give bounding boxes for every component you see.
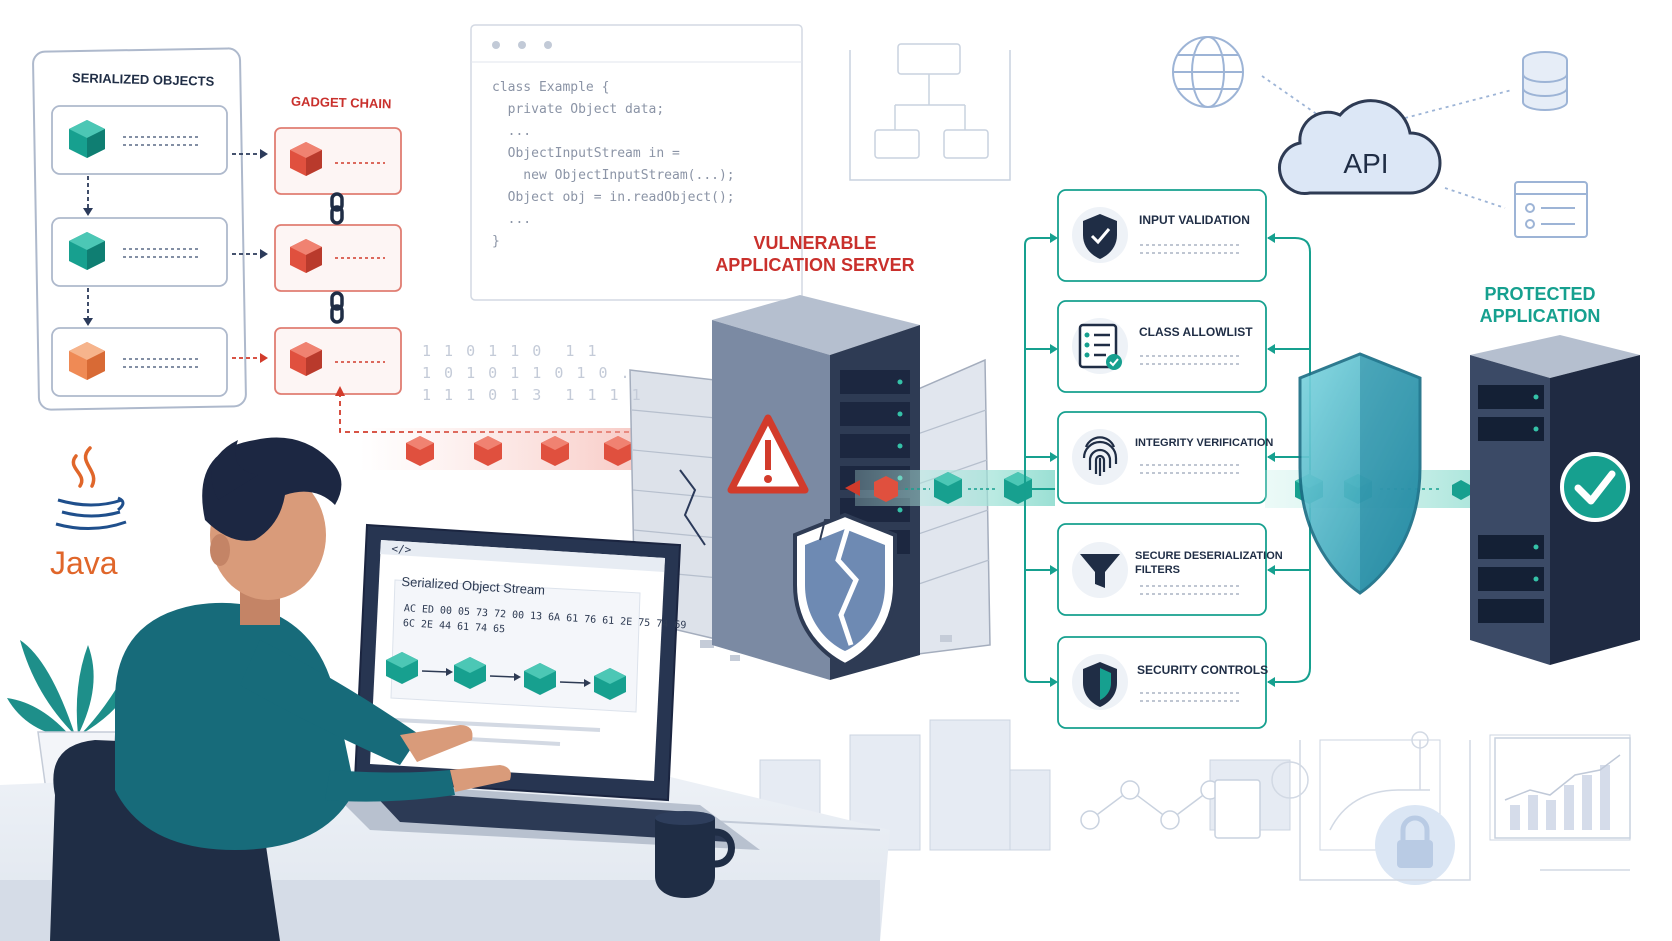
chain-link-icon (330, 192, 344, 324)
broken-shield-icon (793, 512, 897, 668)
background-network (1080, 779, 1261, 839)
vulnerable-server-line2: APPLICATION SERVER (715, 255, 915, 275)
background-buildings (759, 719, 1631, 851)
bar-chart-icon (1494, 737, 1631, 839)
binary-row: 1 1 0 1 1 0 1 1 (422, 342, 599, 360)
vulnerable-server-title: VULNERABLE APPLICATION SERVER (700, 232, 930, 276)
teal-cube-icon (69, 120, 105, 158)
teal-cube-icon (594, 668, 626, 700)
control-card-secure-deserialization-filters (1057, 523, 1267, 616)
cloud-network-arrows (1261, 75, 1513, 209)
control-card-integrity-verification (1057, 411, 1267, 504)
java-logo-icon (55, 446, 127, 531)
code-snippet-card (470, 24, 803, 301)
person-developer (115, 437, 511, 850)
java-logo-text: Java (50, 545, 118, 581)
background-circuit (1271, 731, 1630, 881)
api-label: API (1343, 148, 1389, 179)
control-card-input-validation (1057, 189, 1267, 282)
teal-cube-icon (1452, 480, 1470, 500)
red-cube-icon (541, 436, 569, 466)
red-cube-icon (874, 476, 898, 502)
control-card-security-controls (1057, 636, 1267, 729)
check-circle-icon (1560, 452, 1630, 522)
globe-icon (1172, 36, 1244, 108)
funnel-icon (1072, 542, 1128, 598)
window-icon (1514, 181, 1588, 238)
background-flowchart (849, 43, 1011, 181)
orange-cube-icon (69, 342, 105, 380)
red-cube-icon (604, 436, 632, 466)
laptop (320, 523, 760, 850)
lock-icon (1375, 805, 1455, 885)
coffee-mug (655, 811, 735, 898)
control-label-integrity-verification: INTEGRITY VERIFICATION (1135, 437, 1274, 449)
shield-icon (1072, 654, 1128, 710)
gadget-box-2 (274, 224, 402, 292)
teal-cube-icon (934, 472, 962, 504)
code-line: ... (492, 124, 532, 139)
vulnerable-server-line1: VULNERABLE (753, 233, 877, 253)
code-line: ObjectInputStream in = (492, 146, 680, 161)
red-cube-icon (290, 142, 322, 176)
code-tag-icon: </> (391, 542, 412, 557)
red-cube-icon (406, 436, 434, 466)
gadget-box-1 (274, 127, 402, 195)
filtered-stream-to-controls (845, 470, 1055, 506)
control-label-class-allowlist: CLASS ALLOWLIST (1139, 325, 1253, 339)
serialized-object-row-2 (51, 217, 228, 287)
database-icon (1522, 51, 1568, 111)
teal-cube-icon (454, 657, 486, 689)
code-line: } (492, 234, 500, 249)
binary-row: 1 1 1 0 1 3 1 1 1 1 (422, 386, 643, 404)
warning-icon (727, 414, 809, 494)
red-flow-arrow (232, 353, 268, 363)
red-cube-icon (290, 342, 322, 376)
controls-arrowheads (1050, 233, 1275, 687)
protection-shield-icon (1298, 352, 1422, 595)
serialized-flow-arrows (83, 149, 268, 326)
red-cube-icon (290, 239, 322, 273)
api-cloud-icon (1278, 99, 1442, 195)
control-label-security-controls: SECURITY CONTROLS (1137, 663, 1269, 677)
protected-app-line2: APPLICATION (1479, 306, 1601, 326)
code-line: ... (492, 212, 532, 227)
code-line: new ObjectInputStream(...); (492, 168, 735, 183)
control-card-class-allowlist (1057, 300, 1267, 393)
checklist-icon (1072, 318, 1128, 374)
code-line: class Example { (492, 80, 610, 95)
code-lines: class Example { private Object data; ...… (492, 77, 735, 253)
binary-row: 1 0 1 0 1 1 0 1 0 . (422, 364, 632, 382)
control-label-input-validation: INPUT VALIDATION (1139, 213, 1250, 227)
code-line: private Object data; (492, 102, 665, 117)
serialized-object-row-3 (51, 327, 228, 397)
protected-app-title: PROTECTED APPLICATION (1440, 283, 1640, 327)
control-label-secure-deserialization-filters: SECURE DESERIALIZATION FILTERS (1135, 550, 1283, 576)
protected-app-line1: PROTECTED (1484, 284, 1596, 304)
code-line: Object obj = in.readObject(); (492, 190, 735, 205)
gadget-box-3 (274, 327, 402, 395)
red-cube-icon (474, 436, 502, 466)
gadget-chain-title: GADGET CHAIN (290, 93, 392, 112)
teal-cube-icon (524, 663, 556, 695)
serialized-object-row-1 (51, 105, 228, 175)
teal-cube-icon (69, 232, 105, 270)
laptop-stream-cubes (386, 652, 626, 700)
binary-stream: 1 1 0 1 1 0 1 1 1 0 1 0 1 1 0 1 0 . 1 1 … (422, 340, 643, 406)
shield-check-icon (1072, 207, 1128, 263)
teal-cube-icon (386, 652, 418, 684)
vulnerable-server-rack (712, 295, 920, 680)
fingerprint-icon (1072, 429, 1128, 485)
